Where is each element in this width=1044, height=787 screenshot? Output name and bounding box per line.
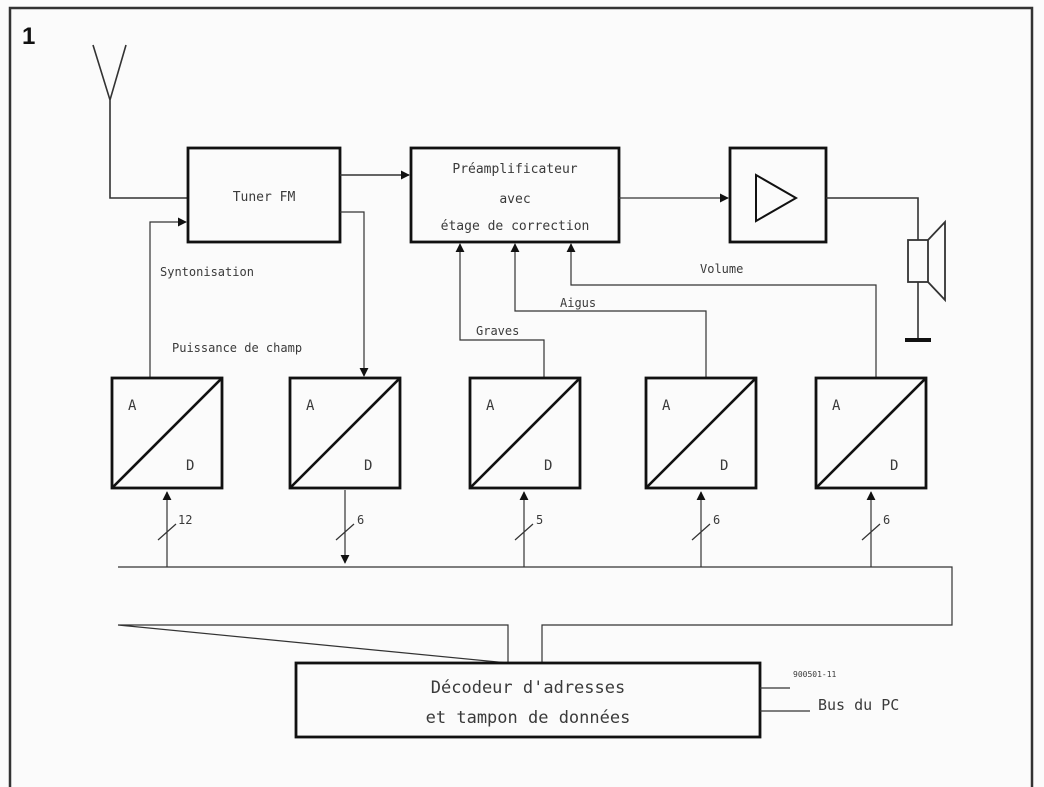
- adc-1: A D: [110, 376, 224, 490]
- adc-input-label: A: [662, 398, 671, 414]
- bus-slash: [861, 523, 881, 541]
- adc-4-bits: 6: [713, 513, 720, 527]
- decoder-label-line1: Décodeur d'adresses: [431, 678, 625, 698]
- adc-4: A D: [644, 376, 758, 490]
- bus-slash: [691, 523, 711, 541]
- bus-slash: [514, 523, 534, 541]
- pc-bus-label: Bus du PC: [818, 696, 899, 714]
- adc-3-bits: 5: [536, 513, 543, 527]
- preamp-label-line2: avec: [499, 192, 530, 207]
- reference-code: 900501-11: [793, 670, 837, 679]
- adc-diagonal: [289, 377, 401, 489]
- antenna-icon: [92, 44, 127, 110]
- decoder-label-line2: et tampon de données: [426, 708, 631, 728]
- adc-bus-links: [157, 490, 881, 567]
- tuner-fm-label: Tuner FM: [233, 190, 296, 205]
- loudspeaker-icon: [907, 219, 946, 303]
- adc-output-label: D: [544, 458, 552, 474]
- adc-5-bits: 6: [883, 513, 890, 527]
- adc-input-label: A: [486, 398, 495, 414]
- adc-diagonal: [645, 377, 757, 489]
- adc-input-label: A: [832, 398, 841, 414]
- aigus-line: [510, 243, 707, 378]
- internal-data-bus: [117, 566, 953, 664]
- syntonisation-label: Syntonisation: [160, 265, 254, 279]
- volume-label: Volume: [700, 262, 743, 276]
- puissance-label: Puissance de champ: [172, 341, 302, 355]
- adc-5: A D: [814, 376, 928, 490]
- outer-border: [8, 6, 1034, 787]
- adc-output-label: D: [364, 458, 372, 474]
- pc-bus-lines: [760, 687, 810, 712]
- aigus-label: Aigus: [560, 296, 596, 310]
- amplifier-icon: [755, 173, 799, 223]
- adc-output-label: D: [890, 458, 898, 474]
- adc-block: [468, 376, 582, 490]
- adc-block: [288, 376, 402, 490]
- syntonisation-line: [149, 217, 187, 378]
- volume-line: [566, 243, 877, 378]
- antenna-wire: [109, 110, 188, 199]
- adc-3: A D: [468, 376, 582, 490]
- decoder-block: [294, 661, 762, 739]
- adc-input-label: A: [306, 398, 315, 414]
- bus-slash: [157, 523, 177, 541]
- graves-line: [455, 243, 545, 378]
- puissance-line: [340, 211, 369, 377]
- graves-label: Graves: [476, 324, 519, 338]
- adc-output-label: D: [186, 458, 194, 474]
- tuner-fm-block: [186, 146, 342, 244]
- figure-number: 1: [22, 23, 35, 50]
- amp-to-speaker-wire: [826, 197, 919, 240]
- adc-1-bits: 12: [178, 513, 192, 527]
- adc-block: [814, 376, 928, 490]
- adc-block: [644, 376, 758, 490]
- adc-2: A D: [288, 376, 402, 490]
- adc-input-label: A: [128, 398, 137, 414]
- adc-diagonal: [111, 377, 223, 489]
- preamp-label-line1: Préamplificateur: [452, 162, 577, 177]
- adc-block: [110, 376, 224, 490]
- bus-slash: [335, 523, 355, 541]
- adc-2-bits: 6: [357, 513, 364, 527]
- preamp-block: [409, 146, 621, 244]
- adc-output-label: D: [720, 458, 728, 474]
- preamp-label-line3: étage de correction: [441, 219, 590, 234]
- power-amp-block: [728, 146, 828, 244]
- adc-diagonal: [815, 377, 927, 489]
- adc-diagonal: [469, 377, 581, 489]
